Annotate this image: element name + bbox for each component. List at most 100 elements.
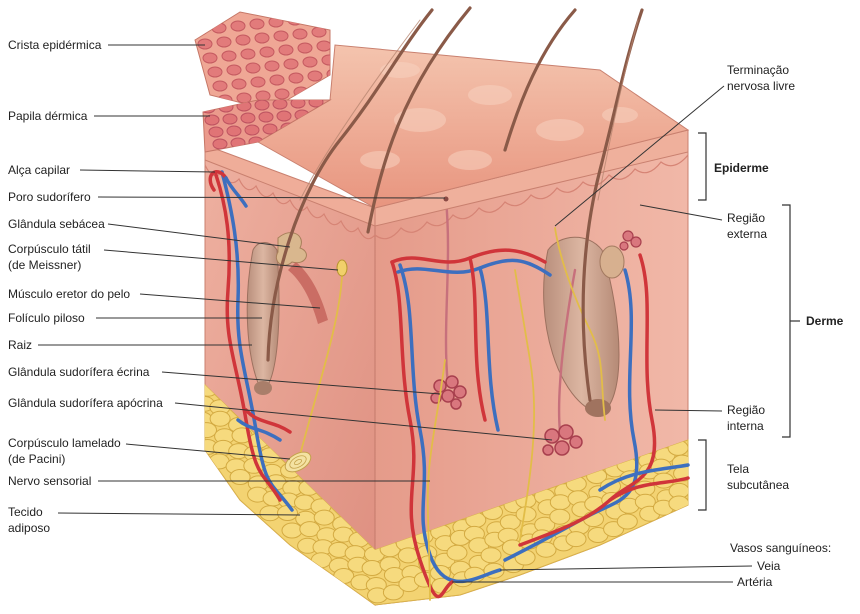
fat-lobule bbox=[566, 532, 586, 547]
label-corpusculo-lamelado: Corpúsculo lamelado (de Pacini) bbox=[8, 435, 121, 467]
epidermal-ridge bbox=[313, 85, 327, 95]
surface-patch bbox=[468, 85, 512, 105]
label-line: Tecido bbox=[8, 504, 50, 520]
epidermal-ridge bbox=[269, 17, 283, 27]
gland-coil bbox=[559, 425, 573, 439]
gland-coil bbox=[446, 376, 458, 388]
bracket-derme bbox=[782, 205, 790, 437]
dermal-papilla bbox=[273, 99, 287, 109]
epidermal-ridge bbox=[250, 19, 264, 29]
epidermal-ridge bbox=[255, 33, 269, 43]
dermal-papilla bbox=[213, 139, 227, 149]
fat-lobule bbox=[282, 523, 302, 538]
dermal-papilla bbox=[227, 126, 241, 136]
epidermal-ridge bbox=[289, 73, 303, 83]
label-line: subcutânea bbox=[727, 477, 789, 493]
epidermal-ridge bbox=[265, 61, 279, 71]
label-line: Região bbox=[727, 402, 765, 418]
epidermal-ridge bbox=[232, 79, 246, 89]
fat-lobule bbox=[550, 509, 570, 524]
epidermal-ridge bbox=[303, 57, 317, 67]
epidermal-ridge bbox=[217, 37, 231, 47]
epidermal-ridge bbox=[231, 21, 245, 31]
gland-coil bbox=[631, 237, 641, 247]
label-line: adiposo bbox=[8, 520, 50, 536]
epidermal-ridge bbox=[213, 81, 227, 91]
epidermal-ridge bbox=[236, 35, 250, 45]
fat-lobule bbox=[550, 495, 570, 510]
leader-line-alca-capilar bbox=[80, 170, 215, 172]
gland-coil bbox=[555, 441, 569, 455]
dermal-papilla bbox=[259, 112, 273, 122]
epidermal-ridge bbox=[227, 65, 241, 75]
label-regiao-interna: Região interna bbox=[727, 402, 765, 434]
bracket-epiderme bbox=[698, 133, 706, 200]
epidermal-ridge bbox=[293, 29, 307, 39]
label-line: nervosa livre bbox=[727, 78, 795, 94]
gland-coil bbox=[545, 429, 559, 443]
epidermal-ridge bbox=[284, 59, 298, 69]
gland-coil bbox=[570, 436, 582, 448]
surface-patch bbox=[448, 150, 492, 170]
fat-lobule bbox=[669, 496, 689, 511]
epidermal-ridge bbox=[308, 71, 322, 81]
label-tecido-adiposo: Tecido adiposo bbox=[8, 504, 50, 536]
sweat-pore bbox=[444, 197, 449, 202]
gland-coil bbox=[620, 242, 628, 250]
fat-lobule bbox=[311, 553, 331, 568]
surface-patch bbox=[602, 107, 638, 123]
dermal-papilla bbox=[255, 100, 269, 110]
epidermal-ridge bbox=[274, 31, 288, 41]
label-arteria: Artéria bbox=[737, 574, 772, 590]
fat-lobule bbox=[447, 545, 467, 560]
fat-lobule bbox=[210, 411, 230, 426]
label-veia: Veia bbox=[757, 558, 780, 574]
hair-bulb-left bbox=[254, 381, 272, 395]
label-line: (de Meissner) bbox=[8, 257, 91, 273]
dermal-papilla bbox=[209, 127, 223, 137]
gland-coil bbox=[543, 445, 553, 455]
label-line: Corpúsculo tátil bbox=[8, 241, 91, 257]
dermal-papilla bbox=[219, 102, 233, 112]
layer-label-derme: Derme bbox=[806, 313, 843, 329]
label-line: Tela bbox=[727, 461, 789, 477]
label-line: (de Pacini) bbox=[8, 451, 121, 467]
surface-patch bbox=[536, 119, 584, 141]
dermal-papilla bbox=[241, 113, 255, 123]
surface-patch bbox=[360, 151, 400, 169]
layer-label-tela-subcutanea: Tela subcutânea bbox=[727, 461, 789, 493]
fat-lobule bbox=[314, 510, 334, 525]
epidermal-ridge bbox=[246, 63, 260, 73]
label-line: externa bbox=[727, 226, 767, 242]
epidermal-ridge bbox=[260, 47, 274, 57]
label-line: Corpúsculo lamelado bbox=[8, 435, 121, 451]
gland-coil bbox=[454, 386, 466, 398]
label-line: Região bbox=[727, 210, 767, 226]
hair-bulb-right bbox=[585, 399, 611, 417]
label-raiz: Raiz bbox=[8, 337, 32, 353]
fat-lobule bbox=[362, 561, 382, 576]
label-corpusculo-tatil: Corpúsculo tátil (de Meissner) bbox=[8, 241, 91, 273]
label-papila-dermica: Papila dérmica bbox=[8, 108, 87, 124]
sebaceous-gland-right bbox=[600, 246, 624, 278]
epidermal-ridge bbox=[279, 45, 293, 55]
epidermal-ridge bbox=[208, 67, 222, 77]
epidermal-ridge bbox=[270, 75, 284, 85]
meissner-corpuscle bbox=[337, 260, 347, 276]
label-musculo-eretor: Músculo eretor do pelo bbox=[8, 286, 130, 302]
label-terminacao-nervosa: Terminação nervosa livre bbox=[727, 62, 795, 94]
epidermal-ridge bbox=[241, 49, 255, 59]
dermal-papilla bbox=[277, 111, 291, 121]
epidermal-ridge bbox=[307, 13, 321, 23]
label-glandula-sebacea: Glândula sebácea bbox=[8, 216, 105, 232]
label-glandula-ecrina: Glândula sudorífera écrina bbox=[8, 364, 149, 380]
epidermal-ridge bbox=[298, 43, 312, 53]
dermal-papilla bbox=[245, 125, 259, 135]
label-regiao-externa: Região externa bbox=[727, 210, 767, 242]
fat-lobule bbox=[260, 506, 280, 521]
epidermal-ridge bbox=[251, 77, 265, 87]
label-glandula-apocrina: Glândula sudorífera apócrina bbox=[8, 395, 163, 411]
label-poro-sudorifero: Poro sudorífero bbox=[8, 189, 91, 205]
fat-lobule bbox=[617, 514, 637, 529]
label-alca-capilar: Alça capilar bbox=[8, 162, 70, 178]
